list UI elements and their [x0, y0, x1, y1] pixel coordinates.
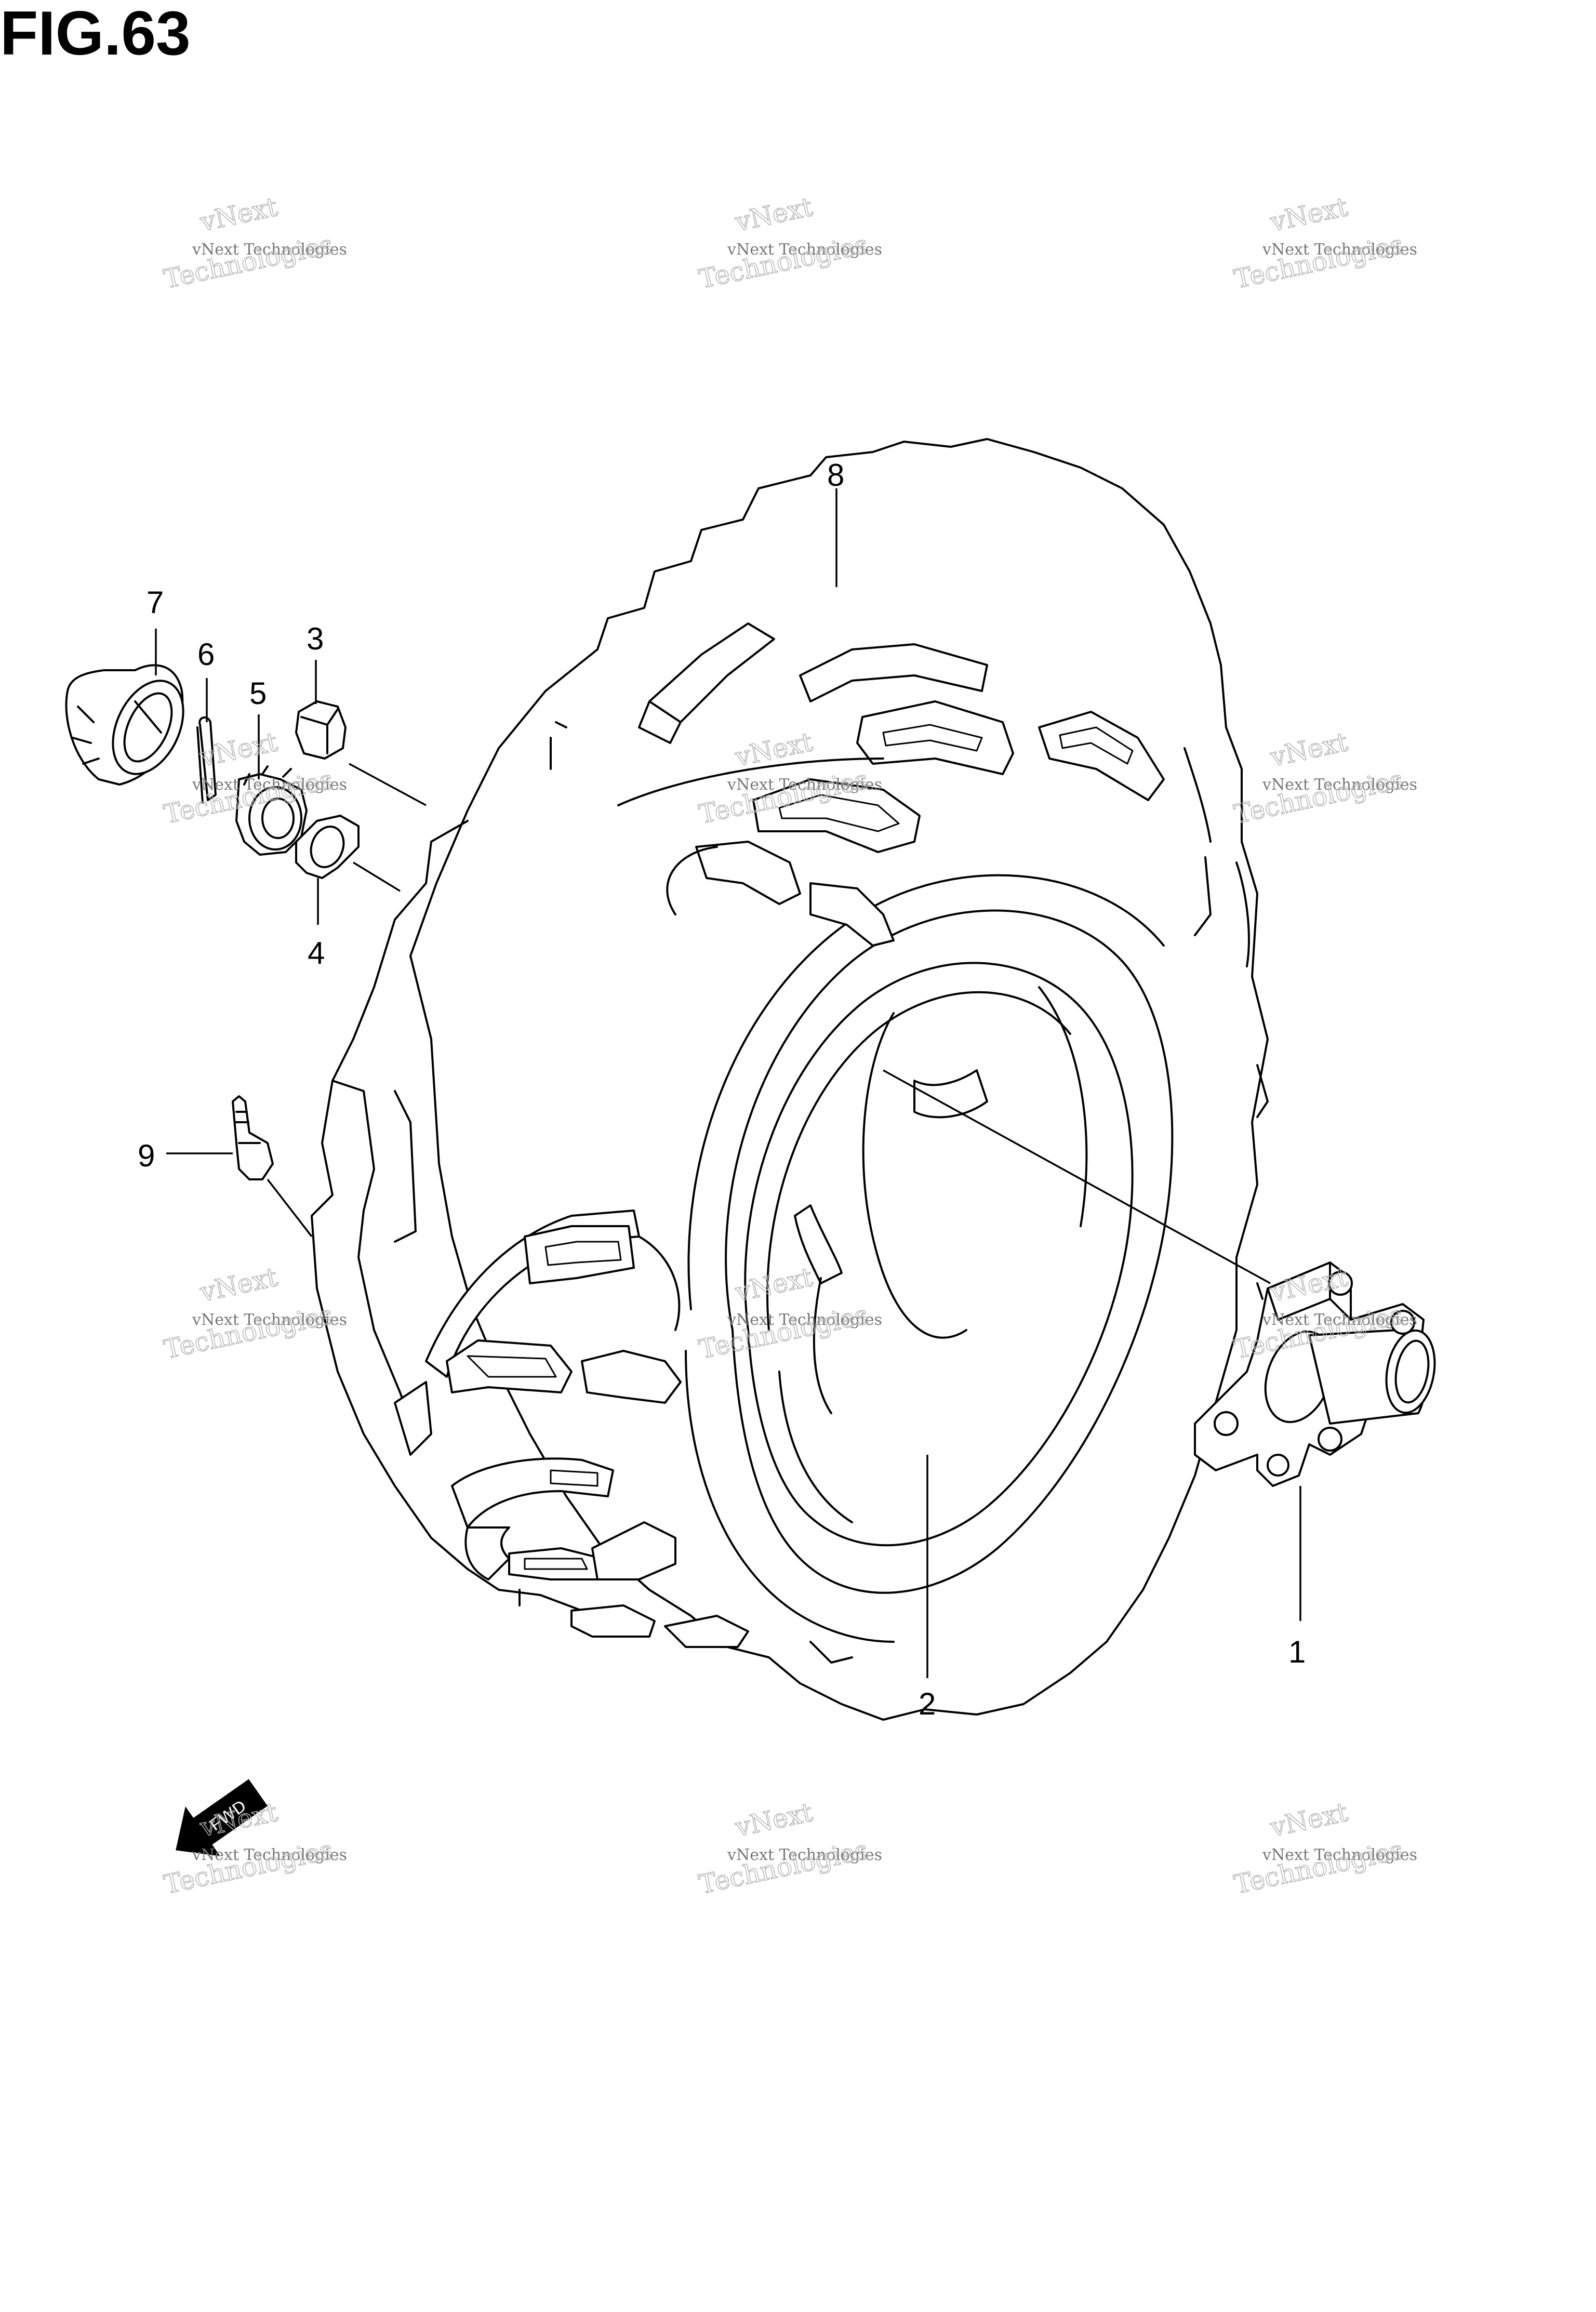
svg-text:vNext Technologies: vNext Technologies	[192, 1311, 347, 1329]
callout-labels: 1 2 3 4 5 6 7 8 9	[138, 458, 1306, 1721]
svg-text:Technologies: Technologies	[161, 1299, 336, 1365]
callout-3: 3	[307, 621, 324, 656]
watermark-3: vNext vNext Technologies Technologies	[1231, 191, 1417, 295]
rim	[744, 962, 1134, 1547]
svg-text:vNext Technologies: vNext Technologies	[1262, 776, 1417, 794]
svg-text:vNext: vNext	[1267, 727, 1350, 773]
wheel-hub-part-1	[1194, 1261, 1436, 1487]
watermark-2: vNext vNext Technologies Technologies	[696, 191, 882, 295]
svg-text:vNext Technologies: vNext Technologies	[1262, 1846, 1417, 1864]
svg-text:vNext: vNext	[197, 1262, 280, 1308]
nut-part-3	[295, 700, 347, 760]
tread-blocks	[550, 622, 1269, 1118]
callout-5: 5	[249, 676, 267, 711]
svg-text:Technologies: Technologies	[161, 229, 336, 295]
svg-text:vNext Technologies: vNext Technologies	[727, 776, 882, 794]
svg-text:Technologies: Technologies	[1231, 229, 1406, 295]
callout-7: 7	[147, 585, 164, 620]
callout-8: 8	[827, 458, 844, 493]
svg-text:vNext Technologies: vNext Technologies	[1262, 1311, 1417, 1329]
callout-2: 2	[919, 1686, 936, 1721]
svg-text:vNext: vNext	[1267, 192, 1350, 237]
callout-1: 1	[1288, 1635, 1306, 1669]
svg-text:vNext Technologies: vNext Technologies	[192, 241, 347, 259]
watermark-6: vNext vNext Technologies Technologies	[1231, 726, 1417, 830]
svg-text:Technologies: Technologies	[1231, 1835, 1406, 1900]
svg-text:vNext: vNext	[732, 192, 815, 237]
callout-4: 4	[308, 936, 325, 971]
fwd-arrow-icon	[176, 1779, 268, 1856]
wheel-cap-part-7	[65, 664, 184, 786]
svg-text:vNext: vNext	[1267, 1797, 1350, 1843]
tire-illustration	[311, 438, 1269, 1721]
tire-outline	[409, 438, 1269, 1721]
castle-nut-part-5	[235, 765, 308, 856]
washer-part-4	[295, 815, 360, 879]
svg-text:vNext Technologies: vNext Technologies	[727, 1846, 882, 1864]
tire-valve-part-9	[232, 1095, 274, 1180]
leader-lines	[155, 488, 1301, 1678]
watermark-11: vNext vNext Technologies Technologies	[696, 1797, 882, 1900]
svg-text:vNext Technologies: vNext Technologies	[1262, 241, 1417, 259]
tread-blocks-bottom	[394, 1210, 853, 1664]
callout-9: 9	[138, 1138, 155, 1173]
svg-text:Technologies: Technologies	[1231, 764, 1406, 830]
svg-text:vNext Technologies: vNext Technologies	[727, 1311, 882, 1329]
watermark-12: vNext vNext Technologies Technologies	[1231, 1797, 1417, 1900]
svg-text:vNext Technologies: vNext Technologies	[192, 776, 347, 794]
svg-text:vNext: vNext	[197, 192, 280, 237]
callout-6: 6	[197, 637, 215, 672]
svg-text:vNext: vNext	[732, 1797, 815, 1843]
svg-text:vNext Technologies: vNext Technologies	[192, 1846, 347, 1864]
figure-title: FIG.63	[0, 0, 191, 68]
svg-text:Technologies: Technologies	[696, 229, 871, 295]
tire-shoulder-tread	[311, 820, 604, 1627]
watermark-1: vNext vNext Technologies Technologies	[161, 191, 347, 295]
svg-text:Technologies: Technologies	[696, 1835, 871, 1900]
tire-sidewall	[725, 909, 1174, 1594]
watermark-7: vNext vNext Technologies Technologies	[161, 1261, 347, 1365]
svg-text:vNext Technologies: vNext Technologies	[727, 241, 882, 259]
